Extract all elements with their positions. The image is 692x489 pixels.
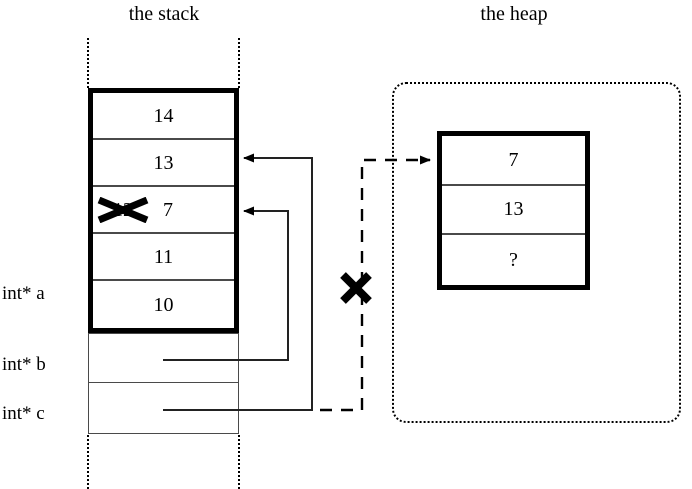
heap-cell: 7 — [442, 136, 585, 186]
heap-title: the heap — [480, 3, 548, 25]
invalid-pointer-x-icon — [340, 272, 372, 304]
pointer-cell-c — [89, 383, 238, 432]
stack-cell: 11 — [93, 234, 234, 281]
heap-cell-value: 7 — [508, 148, 519, 171]
heap-cell: 13 — [442, 186, 585, 236]
stack-cell-old-value: 12 — [113, 198, 133, 221]
stack-rail-left-bottom — [87, 435, 89, 489]
stack-cell: 14 — [93, 93, 234, 140]
pointer-cell-b — [89, 334, 238, 383]
pointer-variables-box — [88, 333, 239, 434]
stack-cell-overwritten: 12 7 — [93, 187, 234, 234]
stack-cell-value: 14 — [153, 104, 174, 127]
stack-cell-value: 10 — [153, 293, 174, 316]
stack-rail-left-top — [87, 38, 89, 88]
stack-cell-new-value: 7 — [163, 198, 173, 221]
stack-rail-right-top — [238, 38, 240, 88]
stack-cell-value: 11 — [153, 245, 174, 268]
stack-cell-value: 13 — [153, 151, 174, 174]
heap-cell-value: ? — [509, 248, 518, 271]
stack-cell: 13 — [93, 140, 234, 187]
heap-object-box: 7 13 ? — [437, 131, 590, 290]
label-int-c: int* c — [2, 403, 45, 424]
label-int-a: int* a — [2, 283, 45, 304]
stack-title: the stack — [128, 3, 200, 25]
stack-cell: 10 — [93, 281, 234, 328]
heap-cell: ? — [442, 235, 585, 285]
label-int-b: int* b — [2, 354, 46, 375]
stack-rail-right-bottom — [238, 435, 240, 489]
heap-cell-value: 13 — [503, 198, 524, 221]
stack-cell-old-value-wrap: 12 — [97, 196, 149, 223]
stack-frame-box: 14 13 12 7 11 10 — [88, 88, 239, 333]
